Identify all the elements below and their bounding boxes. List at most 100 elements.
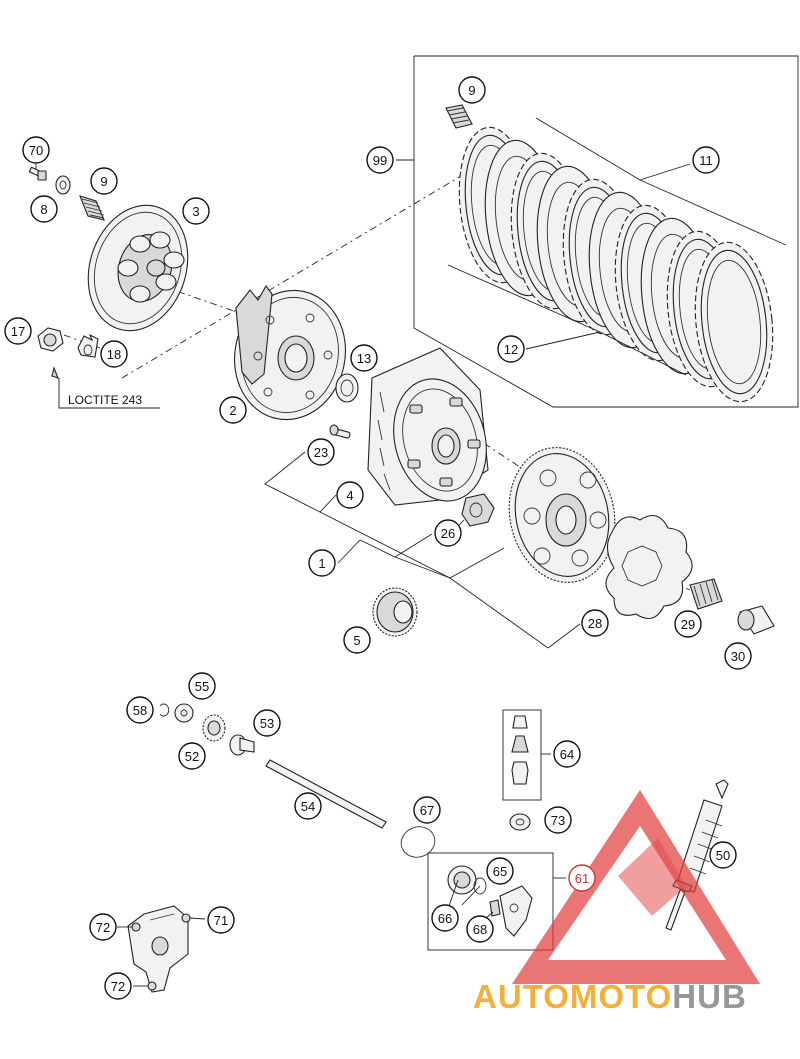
callout-58: 58	[126, 696, 154, 724]
callout-label: 8	[40, 202, 47, 217]
callout-circle	[486, 857, 514, 885]
callout-circle	[343, 626, 371, 654]
callout-65: 65	[486, 857, 514, 885]
clutch-plate-kit-frame	[413, 55, 799, 408]
callout-label: 28	[588, 616, 602, 631]
callout-circle	[90, 167, 118, 195]
callout-label: 9	[468, 83, 475, 98]
callout-8: 8	[30, 195, 58, 223]
callout-label: 54	[301, 799, 315, 814]
callout-circle	[253, 709, 281, 737]
callout-circle	[458, 76, 486, 104]
watermark-text: AUTOMOTOHUB	[473, 978, 747, 1015]
callout-label: 30	[731, 649, 745, 664]
callout-18: 18	[100, 340, 128, 368]
callout-circle	[126, 696, 154, 724]
callout-circle	[294, 792, 322, 820]
callout-label: 17	[11, 324, 25, 339]
callout-99: 99	[366, 146, 394, 174]
callout-label: 58	[133, 703, 147, 718]
callout-label: 18	[107, 347, 121, 362]
callout-label: 50	[716, 848, 730, 863]
part-26-bushing	[461, 493, 495, 527]
loctite-note-leader	[58, 378, 160, 409]
callout-50: 50	[709, 841, 737, 869]
part-53-pressure-piece	[229, 734, 255, 756]
callout-label: 26	[441, 526, 455, 541]
part-29-damper-plate	[605, 514, 693, 620]
callout-61: 61	[568, 864, 596, 892]
callout-label: 1	[318, 556, 325, 571]
callout-52: 52	[178, 742, 206, 770]
callout-5: 5	[343, 626, 371, 654]
clutch-plate-stack	[458, 126, 774, 403]
callout-label: 11	[699, 153, 713, 168]
callout-66: 66	[431, 904, 459, 932]
callout-circle	[497, 335, 525, 363]
callout-circle	[553, 740, 581, 768]
part-64-bleed-screw-set	[502, 709, 551, 801]
callout-label: 2	[229, 403, 236, 418]
part-28-primary-gear	[508, 447, 616, 583]
part-52-bearing	[202, 714, 226, 742]
part-5-small-gear	[372, 587, 418, 637]
automotohub-watermark: AUTOMOTOHUB	[473, 790, 760, 1015]
callout-label: 53	[260, 716, 274, 731]
callout-label: 5	[353, 633, 360, 648]
callout-circle	[336, 481, 364, 509]
part-9-spring-left	[79, 195, 105, 221]
callout-circle	[413, 796, 441, 824]
callout-72: 72	[104, 972, 132, 1000]
loctite-note: LOCTITE 243	[68, 393, 142, 407]
callout-72: 72	[89, 913, 117, 941]
callout-circle	[219, 396, 247, 424]
callout-17: 17	[4, 317, 32, 345]
callout-26: 26	[434, 519, 462, 547]
callout-circle	[692, 146, 720, 174]
callout-68: 68	[466, 915, 494, 943]
callout-label: 23	[314, 445, 328, 460]
callout-label: 71	[214, 913, 228, 928]
callout-circle	[674, 610, 702, 638]
callout-circle	[350, 344, 378, 372]
callout-circle	[307, 438, 335, 466]
callout-circle	[366, 146, 394, 174]
part-8-washer	[55, 175, 71, 195]
part-61-slave-cylinder	[427, 852, 566, 951]
callout-11: 11	[692, 146, 720, 174]
callout-23: 23	[307, 438, 335, 466]
callout-label: 99	[373, 153, 387, 168]
callout-circle	[434, 519, 462, 547]
callout-label: 65	[493, 864, 507, 879]
plate-leader-lines	[447, 117, 787, 376]
callout-circle	[182, 197, 210, 225]
callout-circle	[4, 317, 32, 345]
callout-circle	[207, 906, 235, 934]
part-54-push-rod	[265, 759, 387, 829]
callout-label: 68	[473, 922, 487, 937]
callout-circle	[466, 915, 494, 943]
callout-30: 30	[724, 642, 752, 670]
callout-label: 13	[357, 351, 371, 366]
part-29-needle-bearing	[689, 578, 723, 610]
callout-circle	[431, 904, 459, 932]
callout-circle	[308, 549, 336, 577]
callout-label: 52	[185, 749, 199, 764]
callout-label: 64	[560, 747, 574, 762]
callout-label: 4	[346, 488, 353, 503]
part-4-clutch-basket	[367, 347, 489, 506]
part-17-nut	[37, 327, 64, 379]
callout-label: 29	[681, 617, 695, 632]
callout-circle	[188, 672, 216, 700]
callout-53: 53	[253, 709, 281, 737]
callout-73: 73	[544, 806, 572, 834]
callout-circle	[22, 136, 50, 164]
part-2-inner-hub	[233, 285, 347, 421]
callout-3: 3	[182, 197, 210, 225]
part-55-washer	[174, 703, 194, 723]
part-58-circlip	[159, 703, 170, 717]
callout-54: 54	[294, 792, 322, 820]
part-73-sealing-washer	[509, 813, 531, 831]
callout-28: 28	[581, 609, 609, 637]
callout-circle	[104, 972, 132, 1000]
